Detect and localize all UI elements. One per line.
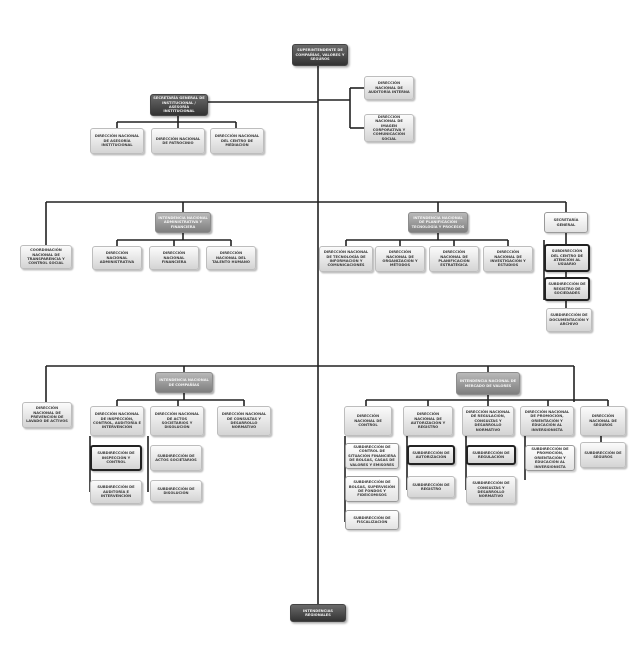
node-dn-control[interactable]: DIRECCIÓN NACIONAL DE CONTROL (344, 406, 392, 436)
node-tecnologia-informacion[interactable]: DIRECCIÓN NACIONAL DE TECNOLOGÍA DE INFO… (319, 246, 373, 272)
node-secretaria-general[interactable]: SECRETARÍA GENERAL (544, 212, 588, 233)
node-sub-disolucion[interactable]: SUBDIRECCIÓN DE DISOLUCIÓN (150, 480, 202, 502)
node-actos-societarios[interactable]: DIRECCIÓN NACIONAL DE ACTOS SOCIETARIOS … (150, 406, 204, 436)
node-intendencias-regionales[interactable]: INTENDENCIAS REGIONALES (290, 604, 346, 622)
node-organizacion-metodos[interactable]: DIRECCIÓN NACIONAL DE ORGANIZACIÓN Y MÉT… (375, 246, 425, 272)
node-sub-control-fondos[interactable]: SUBDIRECCIÓN DE BOLSAS, SUPERVISIÓN DE F… (345, 476, 399, 502)
node-atencion-usuario[interactable]: SUBDIRECCIÓN DEL CENTRO DE ATENCIÓN AL U… (544, 244, 590, 272)
node-auditoria-interna[interactable]: DIRECCIÓN NACIONAL DE AUDITORÍA INTERNA (364, 76, 414, 100)
node-dn-promocion[interactable]: DIRECCIÓN NACIONAL DE PROMOCIÓN, ORIENTA… (520, 406, 574, 436)
node-inspeccion-control[interactable]: DIRECCIÓN NACIONAL DE INSPECCIÓN, CONTRO… (90, 406, 144, 436)
node-intendencia-mercado[interactable]: INTENDENCIA NACIONAL DE MERCADO DE VALOR… (456, 372, 520, 395)
node-secretaria-asesoria[interactable]: SECRETARÍA GENERAL DE INSTITUCIONAL / AS… (150, 94, 208, 116)
node-superintendente[interactable]: SUPERINTENDENTE DE COMPAÑÍAS, VALORES Y … (292, 44, 348, 66)
node-prevencion-lavado[interactable]: DIRECCIÓN NACIONAL DE PREVENCIÓN DE LAVA… (22, 402, 72, 428)
node-sub-seguros[interactable]: SUBDIRECCIÓN DE SEGUROS (580, 442, 626, 468)
node-sub-autorizacion[interactable]: SUBDIRECCIÓN DE AUTORIZACIÓN (407, 445, 455, 465)
node-asesoria-institucional[interactable]: DIRECCIÓN NACIONAL DE ASESORÍA INSTITUCI… (90, 128, 144, 154)
node-imagen-corporativa[interactable]: DIRECCIÓN NACIONAL DE IMAGEN CORPORATIVA… (364, 114, 414, 142)
node-consultas-normativo[interactable]: DIRECCIÓN NACIONAL DE CONSULTAS Y DESARR… (217, 406, 271, 436)
node-documentacion-archivo[interactable]: SUBDIRECCIÓN DE DOCUMENTACIÓN Y ARCHIVO (546, 308, 592, 332)
node-dn-seguros[interactable]: DIRECCIÓN NACIONAL DE SEGUROS (580, 406, 626, 436)
node-sub-promocion[interactable]: SUBDIRECCIÓN DE PROMOCIÓN, ORIENTACIÓN Y… (525, 445, 575, 471)
node-sub-actos[interactable]: SUBDIRECCIÓN DE ACTOS SOCIETARIOS (150, 445, 202, 471)
node-sub-regulacion[interactable]: SUBDIRECCIÓN DE REGULACIÓN (466, 445, 516, 465)
node-sub-auditoria[interactable]: SUBDIRECCIÓN DE AUDITORÍA E INTERVENCIÓN (90, 480, 142, 504)
node-sub-inspeccion[interactable]: SUBDIRECCIÓN DE INSPECCIÓN Y CONTROL (90, 445, 142, 471)
node-talento-humano[interactable]: DIRECCIÓN NACIONAL DEL TALENTO HUMANO (206, 246, 256, 270)
node-planificacion-estrategica[interactable]: DIRECCIÓN NACIONAL DE PLANIFICACIÓN ESTR… (429, 246, 479, 272)
node-sub-registro[interactable]: SUBDIRECCIÓN DE REGISTRO (407, 476, 455, 498)
node-coordinacion-transparencia[interactable]: COORDINACIÓN NACIONAL DE TRANSPARENCIA Y… (20, 245, 72, 269)
node-dn-regulacion[interactable]: DIRECCIÓN NACIONAL DE REGULACIÓN, CONSUL… (462, 406, 514, 436)
node-intendencia-administrativa[interactable]: INTENDENCIA NACIONAL ADMINISTRATIVA Y FI… (155, 212, 211, 233)
node-investigacion-estudios[interactable]: DIRECCIÓN NACIONAL DE INVESTIGACIÓN Y ES… (483, 246, 533, 272)
node-sub-fiscalizacion[interactable]: SUBDIRECCIÓN DE FISCALIZACIÓN (345, 510, 399, 530)
node-patrocinio[interactable]: DIRECCIÓN NACIONAL DE PATROCINIO (151, 128, 205, 154)
node-sub-consultas[interactable]: SUBDIRECCIÓN DE CONSULTAS Y DESARROLLO N… (466, 476, 516, 504)
node-sub-control-situacion[interactable]: SUBDIRECCIÓN DE CONTROL DE SITUACIÓN FIN… (345, 443, 399, 469)
node-intendencia-companias[interactable]: INTENDENCIA NACIONAL DE COMPAÑÍAS (155, 372, 213, 393)
node-intendencia-planificacion[interactable]: INTENDENCIA NACIONAL DE PLANIFICACIÓN TE… (408, 212, 468, 233)
node-direccion-financiera[interactable]: DIRECCIÓN NACIONAL FINANCIERA (149, 246, 199, 270)
node-registro-sociedades[interactable]: SUBDIRECCIÓN DE REGISTRO DE SOCIEDADES (544, 277, 590, 301)
node-centro-mediacion[interactable]: DIRECCIÓN NACIONAL DEL CENTRO DE MEDIACI… (210, 128, 264, 154)
node-dn-autorizacion[interactable]: DIRECCIÓN NACIONAL DE AUTORIZACIÓN Y REG… (403, 406, 453, 436)
node-direccion-administrativa[interactable]: DIRECCIÓN NACIONAL ADMINISTRATIVA (92, 246, 142, 270)
